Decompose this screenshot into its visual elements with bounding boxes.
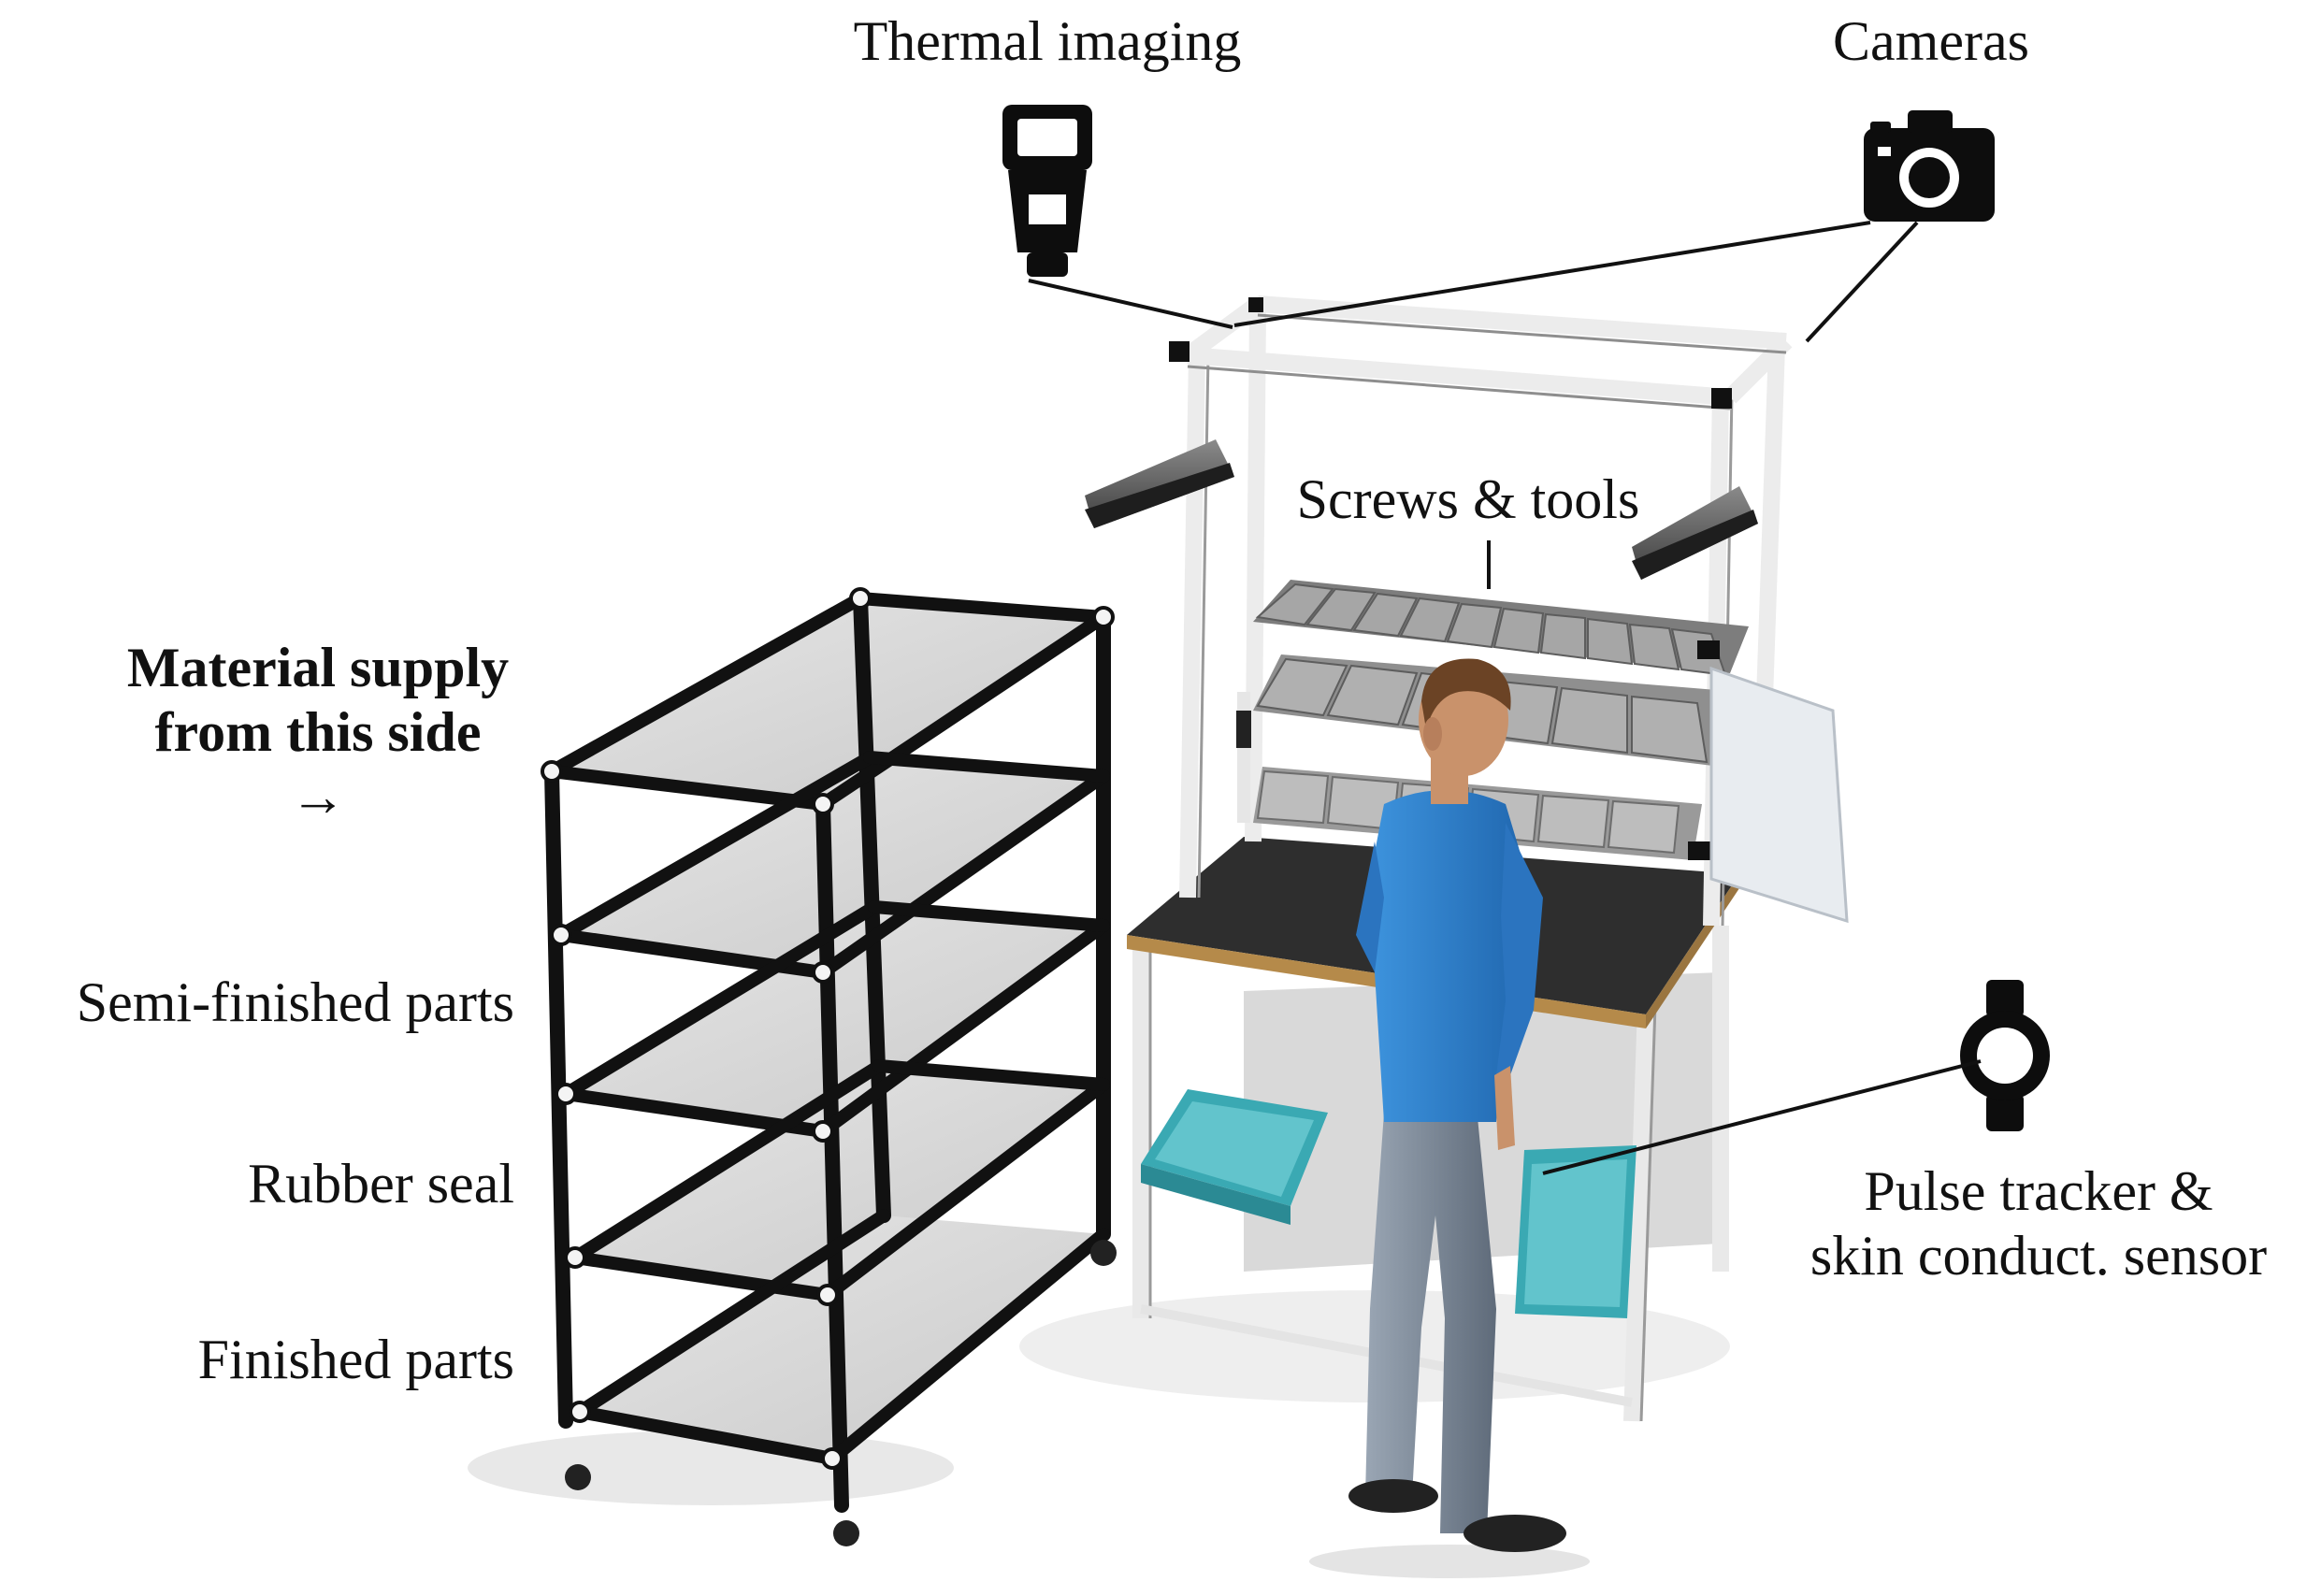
pulse-tracker-line2: skin conduct. sensor [1810,1225,2268,1287]
material-shelf [468,587,1117,1546]
material-supply-line1: Material supply [126,637,510,698]
shelf-casters [565,1240,1117,1546]
right-lamp [1632,486,1758,580]
smartwatch-icon [1960,980,2050,1131]
semi-finished-parts-label: Semi-finished parts [76,971,514,1033]
teal-tray-left [1141,1089,1328,1225]
pulse-tracker-line1: Pulse tracker & [1864,1160,2213,1222]
material-supply-label: Material supply from this side → [56,636,580,829]
thermal-imaging-icon [1002,105,1092,277]
thermal-imaging-label: Thermal imaging [853,10,1242,72]
rubber-seal-label: Rubber seal [248,1153,514,1215]
worker-figure [1309,658,1590,1578]
left-lamp [1085,439,1234,528]
shelf-joints [541,587,1115,1470]
cameras-label: Cameras [1833,10,2029,72]
shelf-rails [545,592,1110,1465]
bench-legs [1132,926,1729,1422]
pulse-tracker-label: Pulse tracker & skin conduct. sensor [1777,1159,2300,1288]
screws-tools-label: Screws & tools [1296,468,1640,530]
bin-rack-top [1253,580,1749,677]
teal-tray-right [1515,1145,1637,1318]
material-supply-line2: from this side [154,701,482,763]
camera-icon [1864,110,1995,222]
right-arrow-icon: → [290,766,346,827]
finished-parts-label: Finished parts [197,1329,514,1390]
shelf-plates [552,598,1103,1459]
leader-lines [1028,221,1982,1175]
monitor-panel [1709,666,1849,924]
